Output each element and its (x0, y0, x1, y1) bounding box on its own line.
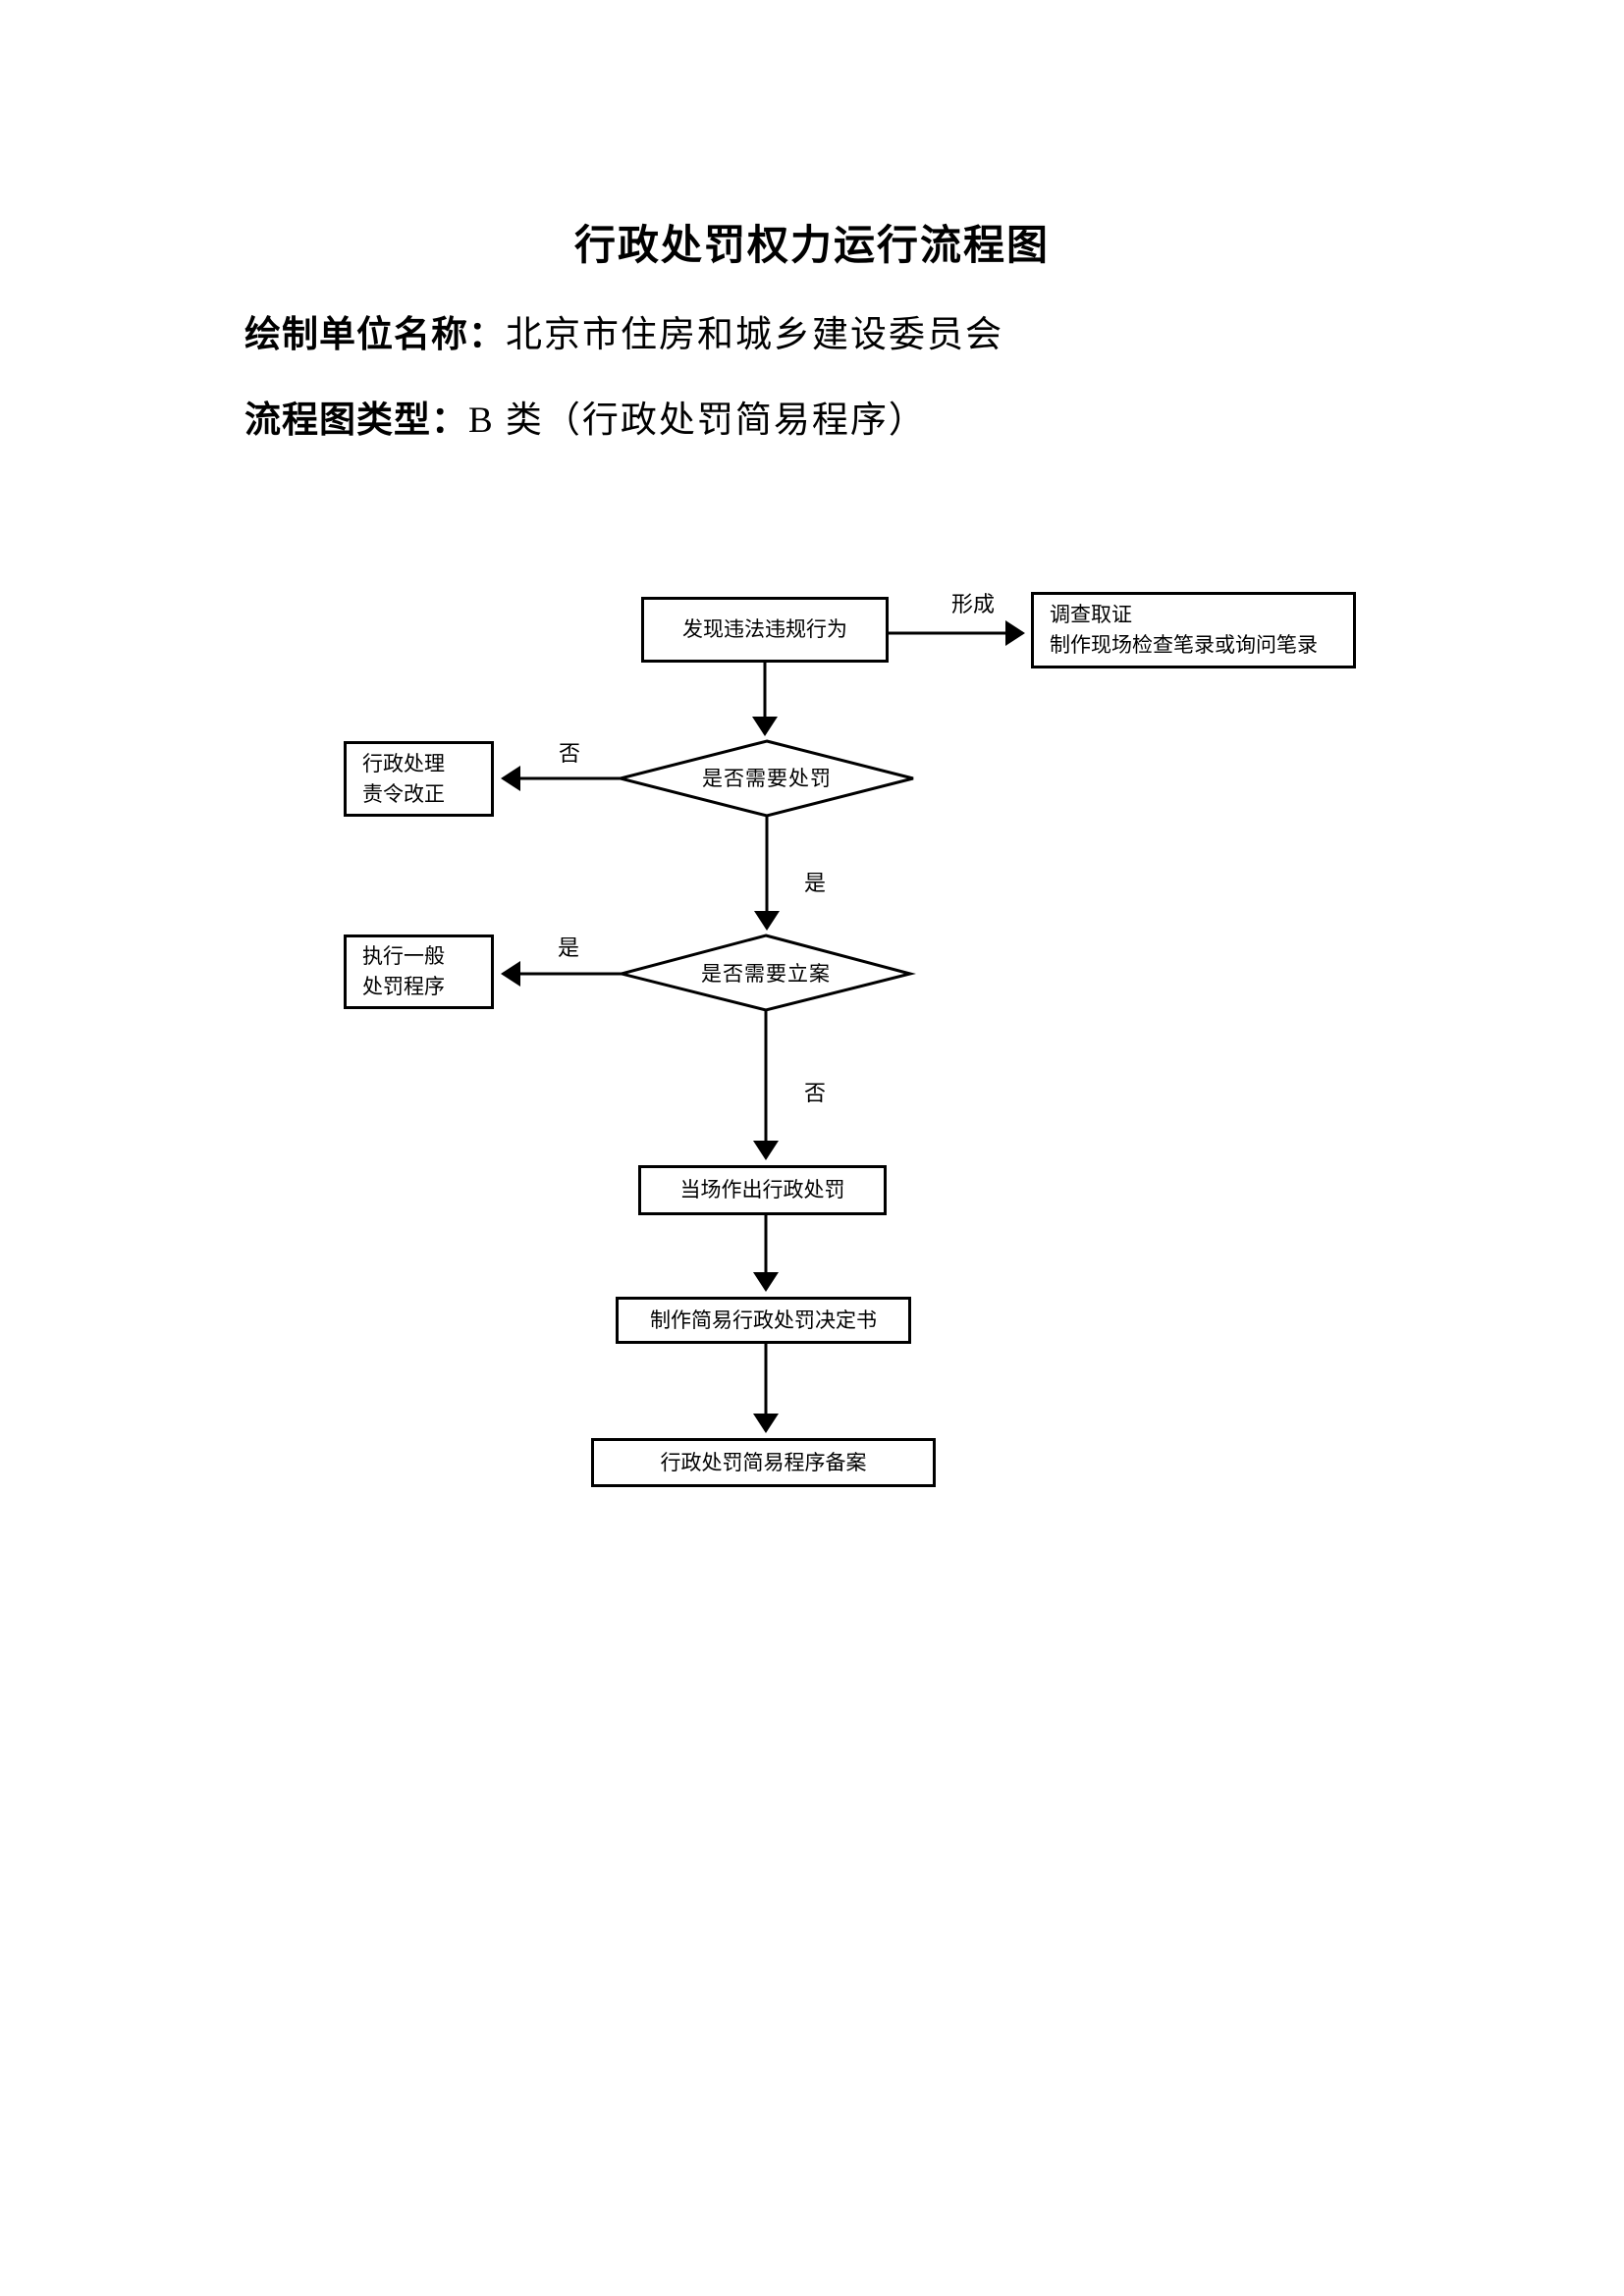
decision-need-case-label: 是否需要立案 (701, 962, 831, 986)
node-onsite-penalty-text: 当场作出行政处罚 (679, 1178, 845, 1201)
node-discover-violation-text: 发现违法违规行为 (682, 617, 847, 641)
node-simple-procedure-filing: 行政处罚简易程序备案 (591, 1438, 936, 1487)
drawing-unit-line: 绘制单位名称：北京市住房和城乡建设委员会 (244, 304, 1003, 357)
decision-need-penalty-diamond (620, 739, 914, 818)
drawing-unit-label: 绘制单位名称： (244, 315, 506, 355)
node-simple-procedure-filing-text: 行政处罚简易程序备案 (660, 1450, 867, 1474)
edge-label-no-to-onsite: 否 (804, 1081, 827, 1105)
flowchart-type-label: 流程图类型： (244, 400, 468, 441)
node-investigate-evidence-line2: 制作现场检查笔录或询问笔录 (1050, 633, 1318, 657)
drawing-unit-value: 北京市住房和城乡建设委员会 (506, 315, 1003, 355)
decision-need-penalty-label: 是否需要处罚 (702, 767, 832, 790)
edge-label-yes-to-decision2: 是 (804, 871, 827, 895)
node-general-procedure-line2: 处罚程序 (362, 975, 445, 998)
flowchart-type-line: 流程图类型：B 类（行政处罚简易程序） (244, 390, 927, 443)
node-administrative-handling-line1: 行政处理 (362, 751, 445, 775)
decision-need-case-diamond (616, 934, 916, 1012)
node-written-decision-text: 制作简易行政处罚决定书 (650, 1308, 877, 1332)
edge-label-no-to-handling: 否 (559, 741, 581, 766)
flowchart-type-value: B 类（行政处罚简易程序） (468, 400, 927, 441)
node-investigate-evidence-line1: 调查取证 (1050, 603, 1132, 626)
edge-label-form: 形成 (950, 592, 995, 616)
node-discover-violation: 发现违法违规行为 (641, 597, 889, 663)
node-administrative-handling-line2: 责令改正 (362, 781, 445, 806)
node-investigate-evidence: 调查取证 制作现场检查笔录或询问笔录 (1031, 592, 1356, 668)
node-administrative-handling: 行政处理 责令改正 (344, 741, 494, 817)
node-onsite-penalty: 当场作出行政处罚 (638, 1165, 887, 1215)
node-written-decision: 制作简易行政处罚决定书 (616, 1297, 911, 1344)
node-general-procedure: 执行一般 处罚程序 (344, 934, 494, 1009)
node-general-procedure-line1: 执行一般 (362, 944, 445, 968)
page-title: 行政处罚权力运行流程图 (573, 224, 1050, 269)
edge-label-yes-to-general: 是 (558, 935, 580, 960)
